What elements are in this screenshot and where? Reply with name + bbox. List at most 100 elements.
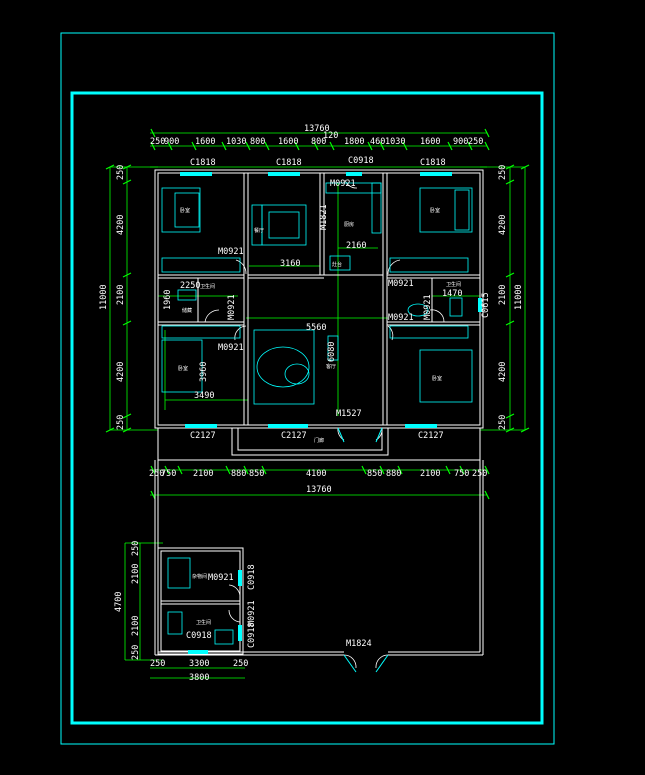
left-dim-1: 4200: [116, 215, 126, 235]
door-label-bath-w: M0921: [227, 294, 237, 320]
annex-door-lower: M0921: [247, 600, 257, 626]
door-label-bedroom-ne: M0921: [388, 279, 414, 289]
top-dim-5: 1600: [278, 137, 298, 147]
annex-bottom-dim-2: 250: [233, 659, 248, 669]
window-label-dining: C1818: [276, 158, 302, 168]
room-label-bedroom-nw: 卧室: [180, 207, 190, 214]
dim-living-h: 6080: [327, 342, 337, 362]
right-dim-4: 250: [498, 415, 508, 430]
door-label-kitchen: M0921: [330, 179, 356, 189]
window-marks: [180, 172, 482, 654]
dim-stair: 1960: [163, 290, 173, 310]
annex-left-dim-0: 250: [131, 541, 141, 556]
bottom-dim-1: 750: [161, 469, 176, 479]
annex-window-lower: C0918: [247, 622, 257, 648]
window-label-bedroom-ne: C1818: [420, 158, 446, 168]
door-label-entrance: M1527: [336, 409, 362, 419]
door-label-dining-kitchen: M1821: [319, 204, 329, 230]
top-dim-2: 1600: [195, 137, 215, 147]
dimension-ticks: [105, 128, 530, 500]
bottom-dim-8: 2100: [420, 469, 440, 479]
door-label-bedroom-se: M0921: [388, 313, 414, 323]
room-label-stove: 灶台: [332, 261, 342, 268]
left-dim-4: 250: [116, 415, 126, 430]
room-label-annex-bath: 卫生间: [196, 619, 211, 626]
top-dim-6: 800: [311, 137, 326, 147]
annex-bottom-total: 3800: [189, 673, 209, 683]
window-label-bottom-left: C2127: [190, 431, 216, 441]
dim-bath-e: 1470: [442, 289, 462, 299]
top-dim-4: 800: [250, 137, 265, 147]
gate-leaves: [337, 427, 389, 673]
top-dim-10: 1030: [385, 137, 405, 147]
door-label-bedroom-sw: M0921: [218, 343, 244, 353]
right-dim-1: 4200: [498, 215, 508, 235]
room-label-tool: 杂物间: [192, 573, 207, 580]
door-label-bedroom-nw: M0921: [218, 247, 244, 257]
left-total-dim: 11000: [99, 284, 109, 310]
top-dim-0: 250: [150, 137, 165, 147]
left-dim-3: 4200: [116, 362, 126, 382]
top-dim-7: 120: [323, 131, 338, 141]
room-label-bedroom-se: 卧室: [432, 375, 442, 382]
door-label-bath-e: M0921: [423, 294, 433, 320]
top-dim-1: 900: [164, 137, 179, 147]
room-label-kitchen: 厨房: [344, 221, 354, 228]
dim-bed-sw-h: 3960: [199, 362, 209, 382]
annex-window-bottom: C0918: [186, 631, 212, 641]
bottom-total-dim: 13760: [306, 485, 332, 495]
annex-left-total: 4700: [114, 592, 124, 612]
bottom-dim-7: 880: [386, 469, 401, 479]
top-total-dim: 13760: [304, 124, 330, 134]
bottom-dim-2: 2100: [193, 469, 213, 479]
walls: [154, 169, 484, 656]
dim-bath-w: 2250: [180, 281, 200, 291]
dim-kitchen: 2160: [346, 241, 366, 251]
door-swings: [204, 179, 445, 669]
top-dim-13: 250: [468, 137, 483, 147]
annex-bottom-dim-0: 250: [150, 659, 165, 669]
top-dim-12: 900: [453, 137, 468, 147]
outer-border: [60, 32, 555, 745]
bottom-dim-9: 750: [454, 469, 469, 479]
bottom-dim-3: 880: [231, 469, 246, 479]
right-dim-3: 4200: [498, 362, 508, 382]
room-label-porch: 门廊: [314, 437, 324, 444]
bottom-dim-4: 850: [249, 469, 264, 479]
room-label-storage: 储藏: [182, 307, 192, 314]
top-dim-8: 1800: [344, 137, 364, 147]
window-label-bedroom-nw: C1818: [190, 158, 216, 168]
inner-border: [70, 91, 544, 725]
dim-living-w: 5560: [306, 323, 326, 333]
top-dim-11: 1600: [420, 137, 440, 147]
dim-dining: 3160: [280, 259, 300, 269]
bottom-dim-5: 4100: [306, 469, 326, 479]
room-label-bedroom-ne: 卧室: [430, 207, 440, 214]
bottom-dim-0: 250: [149, 469, 164, 479]
left-dim-0: 250: [116, 165, 126, 180]
annex-left-dim-2: 2100: [131, 616, 141, 636]
annex-door-upper: M0921: [208, 573, 234, 583]
annex-gate: M1824: [346, 639, 372, 649]
furniture: [161, 182, 473, 645]
room-label-living: 客厅: [326, 363, 336, 370]
bottom-dim-6: 850: [367, 469, 382, 479]
window-label-bottom-right: C2127: [418, 431, 444, 441]
annex-bottom-dim-1: 3300: [189, 659, 209, 669]
dim-bed-sw-w: 3490: [194, 391, 214, 401]
window-label-bottom-mid: C2127: [281, 431, 307, 441]
left-dim-2: 2100: [116, 285, 126, 305]
room-label-dining: 餐厅: [254, 227, 264, 234]
window-label-bath-e: C0615: [481, 292, 491, 318]
right-total-dim: 11000: [514, 284, 524, 310]
annex-left-dim-3: 250: [131, 645, 141, 660]
room-label-bath-e: 卫生间: [446, 281, 461, 288]
annex-left-dim-1: 2100: [131, 564, 141, 584]
room-label-bedroom-sw: 卧室: [178, 365, 188, 372]
dimension-lines: [109, 132, 526, 679]
top-dim-9: 460: [370, 137, 385, 147]
annex-window-upper: C0918: [247, 564, 257, 590]
right-dim-2: 2100: [498, 285, 508, 305]
top-dim-3: 1030: [226, 137, 246, 147]
